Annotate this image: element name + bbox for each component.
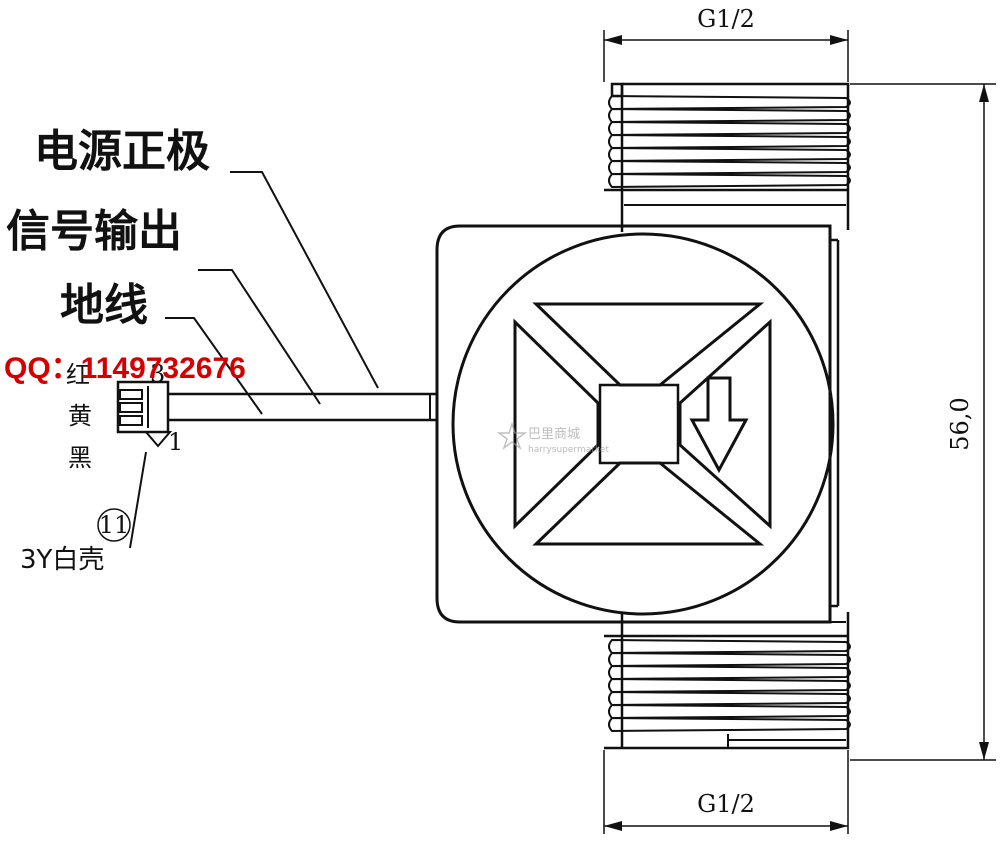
- thread-ridge: [608, 159, 851, 176]
- thread-ridge: [608, 690, 851, 707]
- label-thread-bottom: G1/2: [697, 790, 755, 818]
- thread-ridge: [608, 172, 851, 189]
- part-number-bubble: [97, 508, 131, 542]
- thread-ridge: [608, 94, 851, 111]
- label-part-number: 11: [99, 511, 130, 539]
- thread-ridge: [608, 638, 851, 655]
- three-pin-connector: [116, 380, 173, 448]
- label-pin-three: 3: [150, 360, 165, 388]
- label-overall-height: 56,0: [946, 397, 974, 450]
- dimension-top-thread: [603, 30, 849, 82]
- sensor-face-circle: [451, 232, 835, 616]
- label-wire-yellow: 黄: [68, 402, 92, 430]
- thread-ridge: [608, 651, 851, 668]
- thread-ridge: [608, 120, 851, 137]
- sensor-housing: [435, 224, 840, 624]
- shop-stamp-url: harrysupermarket: [528, 445, 609, 455]
- thread-ridge: [608, 677, 851, 694]
- thread-ridge: [608, 664, 851, 681]
- dimension-overall-height: [850, 83, 996, 761]
- down-arrow-icon: [689, 376, 749, 474]
- thread-ridge: [608, 703, 851, 720]
- leader-lines: [129, 171, 379, 549]
- label-pin-one: 1: [168, 428, 183, 456]
- thread-ridges-bottom: [608, 638, 851, 733]
- flow-emblem: [513, 302, 772, 546]
- thread-ridges-top: [608, 94, 851, 189]
- label-connector-housing: 3Y白壳: [20, 545, 104, 575]
- thread-ridge: [608, 716, 851, 733]
- label-power-positive: 电源正极: [34, 126, 210, 177]
- watermark-qq: QQ：1149732676: [4, 352, 246, 385]
- thread-ridge: [608, 133, 851, 150]
- label-wire-black: 黑: [68, 444, 92, 472]
- top-thread-fitting: [604, 82, 851, 232]
- shop-stamp-logo: 巴里商城 harrysupermarket: [496, 421, 609, 455]
- label-wire-red: 红: [66, 361, 90, 389]
- bottom-thread-fitting: [604, 612, 851, 750]
- thread-ridge: [608, 107, 851, 124]
- label-ground: 地线: [60, 280, 148, 331]
- sensor-cable: [168, 392, 437, 422]
- thread-ridge: [608, 146, 851, 163]
- shop-stamp-name: 巴里商城: [528, 427, 580, 442]
- label-thread-top: G1/2: [697, 5, 755, 33]
- label-signal-output: 信号输出: [6, 206, 182, 257]
- dimension-bottom-thread: [603, 750, 849, 834]
